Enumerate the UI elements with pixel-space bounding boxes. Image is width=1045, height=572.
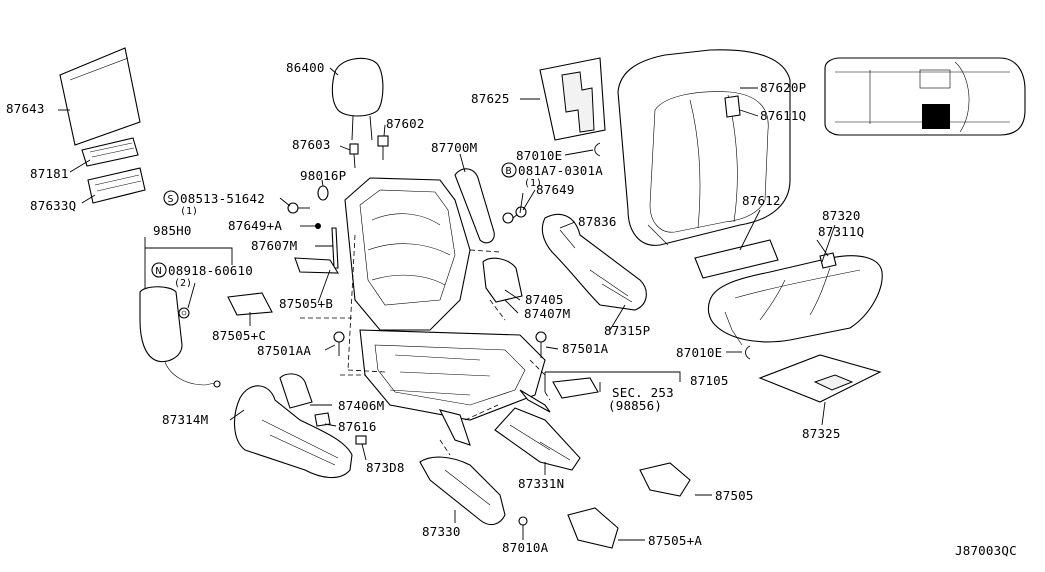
part-985H0-airbag bbox=[139, 286, 221, 388]
part-87505-cover bbox=[639, 462, 691, 497]
label-sec-253: SEC. 253 bbox=[612, 385, 674, 400]
part-87315P-side-shield bbox=[541, 213, 647, 311]
label-87105: 87105 bbox=[690, 373, 729, 388]
part-08513-bolt bbox=[287, 202, 310, 214]
label-87602: 87602 bbox=[386, 116, 425, 131]
label-87331N: 87331N bbox=[518, 476, 564, 491]
marker-b-circle: B bbox=[501, 162, 517, 178]
diagram-code: J87003QC bbox=[955, 543, 1017, 558]
vehicle-location-diagram bbox=[824, 57, 1026, 136]
part-87607M-lever bbox=[331, 227, 339, 269]
label-081A7-qty: (1) bbox=[524, 178, 542, 189]
label-87181: 87181 bbox=[30, 166, 69, 181]
label-87836: 87836 bbox=[578, 214, 617, 229]
label-87010A: 87010A bbox=[502, 540, 549, 555]
label-873D8: 873D8 bbox=[366, 460, 405, 475]
label-87501A: 87501A bbox=[562, 341, 609, 356]
label-87330: 87330 bbox=[422, 524, 461, 539]
part-87105-motor bbox=[552, 377, 599, 399]
part-87314M-side-trim bbox=[234, 385, 353, 479]
label-87405: 87405 bbox=[525, 292, 564, 307]
part-87505C-cover bbox=[227, 292, 273, 316]
part-87010E-clip-top bbox=[594, 142, 601, 157]
part-87616-knob bbox=[314, 412, 331, 427]
part-87643-panel bbox=[59, 47, 141, 146]
label-87407M: 87407M bbox=[524, 306, 570, 321]
label-87505A: 87505+A bbox=[648, 533, 702, 548]
label-87649: 87649 bbox=[536, 182, 575, 197]
part-87010E-clip-bottom bbox=[745, 345, 751, 360]
part-87602-guide bbox=[377, 135, 389, 160]
label-87620P: 87620P bbox=[760, 80, 806, 95]
label-08918-60610: 08918-60610 bbox=[168, 263, 253, 278]
label-87010E-bottom: 87010E bbox=[676, 345, 722, 360]
label-87010E-top: 87010E bbox=[516, 148, 562, 163]
part-873D8-clip bbox=[355, 435, 367, 445]
part-87505A-cover bbox=[567, 507, 619, 549]
part-87620P-seatback-cover bbox=[617, 49, 791, 246]
part-98016P-clip bbox=[317, 185, 329, 201]
label-87325: 87325 bbox=[802, 426, 841, 441]
part-seat-frame bbox=[344, 177, 551, 446]
part-87325-mat bbox=[758, 354, 882, 403]
label-87406M: 87406M bbox=[338, 398, 384, 413]
label-87501AA: 87501AA bbox=[257, 343, 311, 358]
label-08513-51642: 08513-51642 bbox=[180, 191, 265, 206]
label-87700M: 87700M bbox=[431, 140, 477, 155]
label-sec-253-ref: (98856) bbox=[608, 398, 662, 413]
label-081A7-0301A: 081A7-0301A bbox=[518, 163, 603, 178]
part-87501AA-bolt bbox=[333, 331, 345, 356]
label-98016P: 98016P bbox=[300, 168, 346, 183]
part-87501A-bolt bbox=[535, 331, 547, 358]
label-87612: 87612 bbox=[742, 193, 781, 208]
marker-s-letter: S bbox=[168, 194, 174, 205]
label-08513-qty: (1) bbox=[180, 206, 198, 217]
leader-lines bbox=[58, 67, 836, 541]
part-87505B-cover bbox=[294, 257, 340, 274]
part-87330-front-trim bbox=[419, 456, 506, 526]
label-87505C: 87505+C bbox=[212, 328, 266, 343]
part-87406M-bracket bbox=[279, 373, 313, 409]
part-87181-strip bbox=[81, 137, 139, 167]
label-87603: 87603 bbox=[292, 137, 331, 152]
label-87633Q: 87633Q bbox=[30, 198, 76, 213]
part-87611Q-tag bbox=[724, 95, 741, 118]
label-87314M: 87314M bbox=[162, 412, 208, 427]
label-985H0: 985H0 bbox=[153, 223, 192, 238]
marker-s-circle: S bbox=[163, 190, 179, 206]
label-08918-qty: (2) bbox=[174, 278, 192, 289]
part-87633Q-strip bbox=[87, 167, 146, 204]
part-86400-headrest bbox=[331, 57, 384, 141]
label-87505: 87505 bbox=[715, 488, 754, 503]
marker-n-letter: N bbox=[156, 266, 162, 277]
label-87320: 87320 bbox=[822, 208, 861, 223]
part-87331N-lower-trim bbox=[494, 407, 581, 471]
marker-n-circle: N bbox=[151, 262, 167, 278]
label-87315P: 87315P bbox=[604, 323, 650, 338]
part-87612-pad bbox=[694, 239, 779, 279]
part-87405-bracket bbox=[482, 257, 523, 303]
label-86400: 86400 bbox=[286, 60, 325, 75]
label-87505B: 87505+B bbox=[279, 296, 333, 311]
part-87700M-trim bbox=[454, 168, 495, 244]
part-08918-nut bbox=[178, 307, 190, 319]
part-87603-guide bbox=[349, 143, 359, 169]
label-87625: 87625 bbox=[471, 91, 510, 106]
label-87311Q: 87311Q bbox=[818, 224, 864, 239]
label-87643: 87643 bbox=[6, 101, 45, 116]
label-87611Q: 87611Q bbox=[760, 108, 806, 123]
label-87616: 87616 bbox=[338, 419, 377, 434]
part-87625-pad bbox=[539, 57, 606, 141]
marker-b-letter: B bbox=[506, 166, 512, 177]
part-87649A-grommet bbox=[315, 223, 321, 229]
part-87320-cushion-cover bbox=[707, 255, 883, 346]
label-87607M: 87607M bbox=[251, 238, 297, 253]
part-87010A-clip bbox=[518, 516, 528, 532]
highlighted-seat-location bbox=[922, 104, 950, 129]
label-87649A: 87649+A bbox=[228, 218, 282, 233]
